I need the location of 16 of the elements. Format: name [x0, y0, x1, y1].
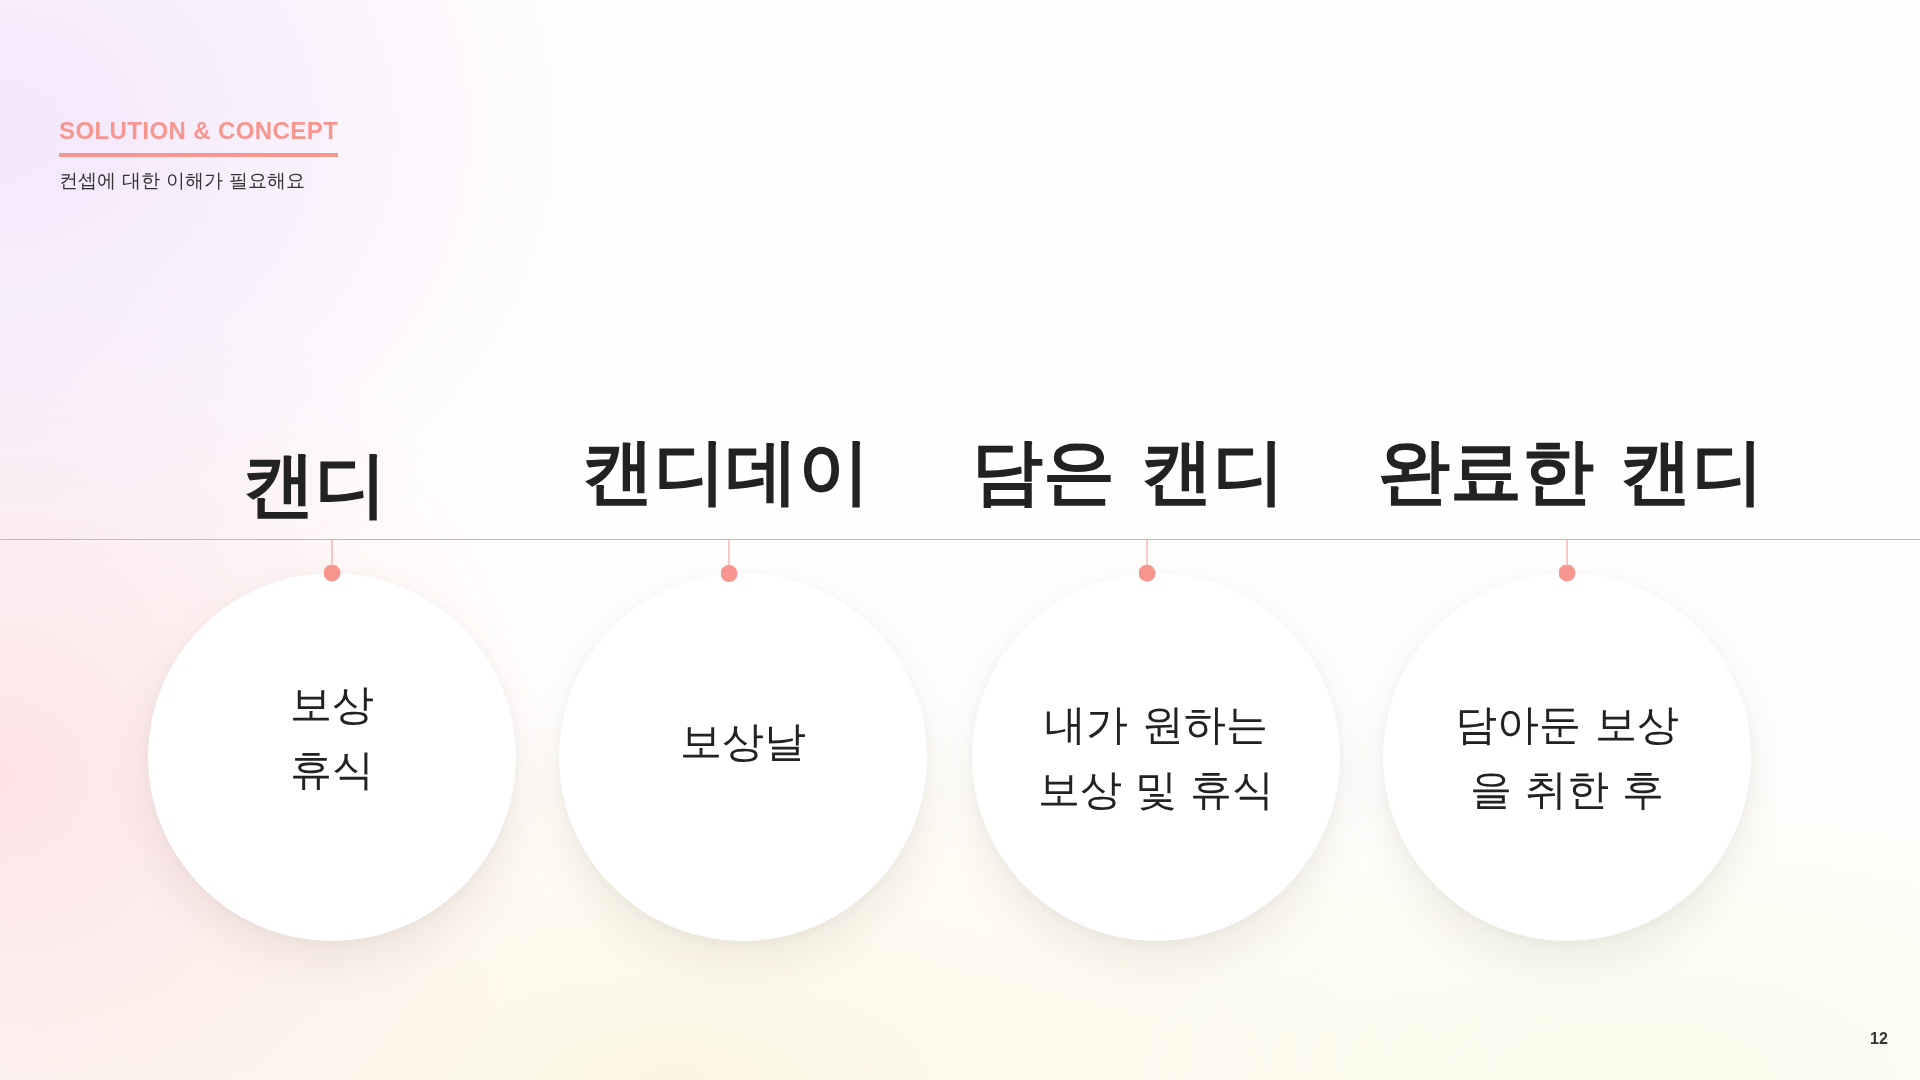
node-text: 내가 원하는 보상 및 휴식 — [1036, 699, 1276, 816]
node-heading: 완료한 캔디 — [1378, 428, 1764, 514]
stem-line — [720, 539, 738, 583]
node-text: 보상날 — [680, 715, 806, 768]
stem-line — [1558, 539, 1576, 582]
page-number: 12 — [1870, 1029, 1888, 1049]
stem-line — [323, 539, 341, 582]
node-heading: 캔디데이 — [582, 428, 870, 514]
timeline-line — [0, 539, 1920, 540]
node-heading: 캔디 — [243, 441, 387, 527]
node-text: 보상 휴식 — [289, 679, 375, 796]
node-heading: 담은 캔디 — [971, 428, 1285, 514]
subtitle: 컨셉에 대한 이해가 필요해요 — [59, 168, 306, 193]
section-title: SOLUTION & CONCEPT — [59, 117, 339, 157]
stem-line — [1138, 539, 1156, 582]
node-text: 담아둔 보상 을 취한 후 — [1454, 699, 1680, 816]
